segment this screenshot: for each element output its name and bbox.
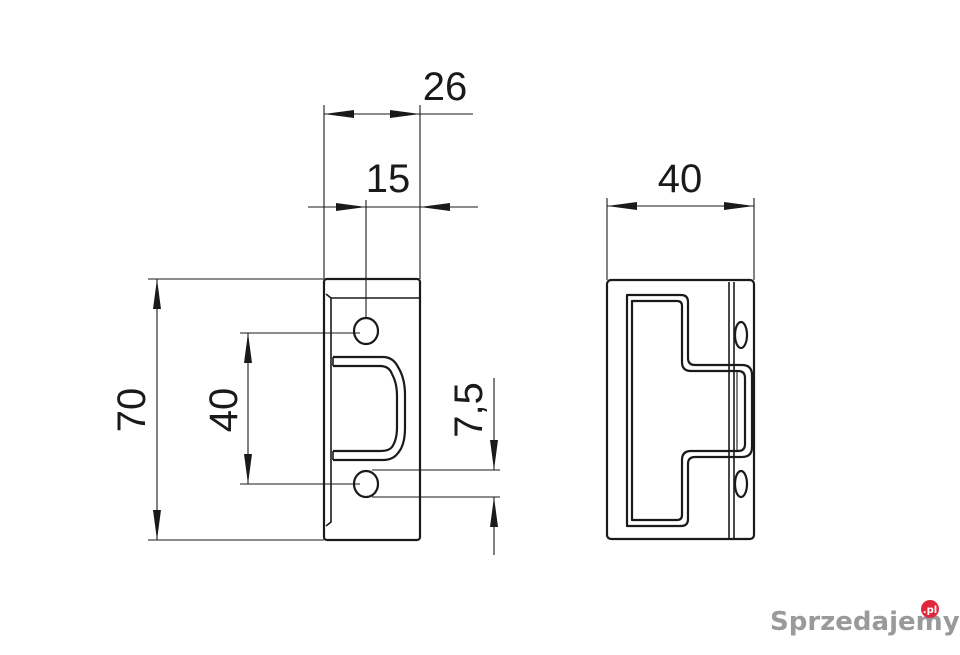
t-recess-outer [625, 293, 754, 528]
dimension-40-width: 40 [606, 157, 755, 280]
arrow-26-left [324, 110, 354, 118]
dim-label-7-5: 7,5 [447, 382, 491, 438]
arrow-7-5-bottom [490, 497, 498, 527]
left-plate-edge-top [325, 293, 332, 299]
arrow-7-5-top [490, 440, 498, 470]
dim-label-40-width: 40 [658, 157, 703, 201]
upper-slot-hole [733, 320, 749, 350]
arrow-40s-bottom [244, 454, 252, 484]
t-recess-inner [630, 299, 747, 522]
dimension-70: 70 [110, 278, 324, 541]
dimension-7-5: 7,5 [372, 378, 500, 555]
arrow-40w-left [607, 202, 637, 210]
latch-pocket-inner [333, 364, 399, 453]
arrow-15-right [420, 203, 450, 211]
watermark-logo: Sprzedajemy .pl [770, 600, 960, 637]
arrow-70-bottom [153, 510, 161, 540]
arrow-40s-top [244, 333, 252, 363]
arrow-40w-right [724, 202, 754, 210]
right-view [605, 278, 756, 541]
arrow-15-left [336, 203, 366, 211]
left-view [322, 277, 422, 542]
dim-label-15: 15 [366, 157, 411, 201]
left-plate-edge [325, 298, 332, 527]
dim-label-70: 70 [110, 388, 154, 433]
arrow-70-top [153, 279, 161, 309]
left-plate-outline [322, 277, 422, 542]
lower-slot-hole [733, 469, 749, 499]
watermark-suffix: .pl [923, 605, 937, 616]
right-plate-outline [605, 278, 756, 541]
dimension-15: 15 [308, 157, 478, 318]
dim-label-26: 26 [423, 65, 468, 109]
latch-pocket-outer [333, 355, 407, 462]
watermark-badge [921, 600, 939, 618]
dimension-26: 26 [323, 65, 473, 279]
dimension-40-spacing: 40 [202, 332, 360, 485]
dim-label-40-spacing: 40 [202, 388, 246, 433]
upper-screw-hole [352, 316, 380, 346]
arrow-26-right [390, 110, 420, 118]
